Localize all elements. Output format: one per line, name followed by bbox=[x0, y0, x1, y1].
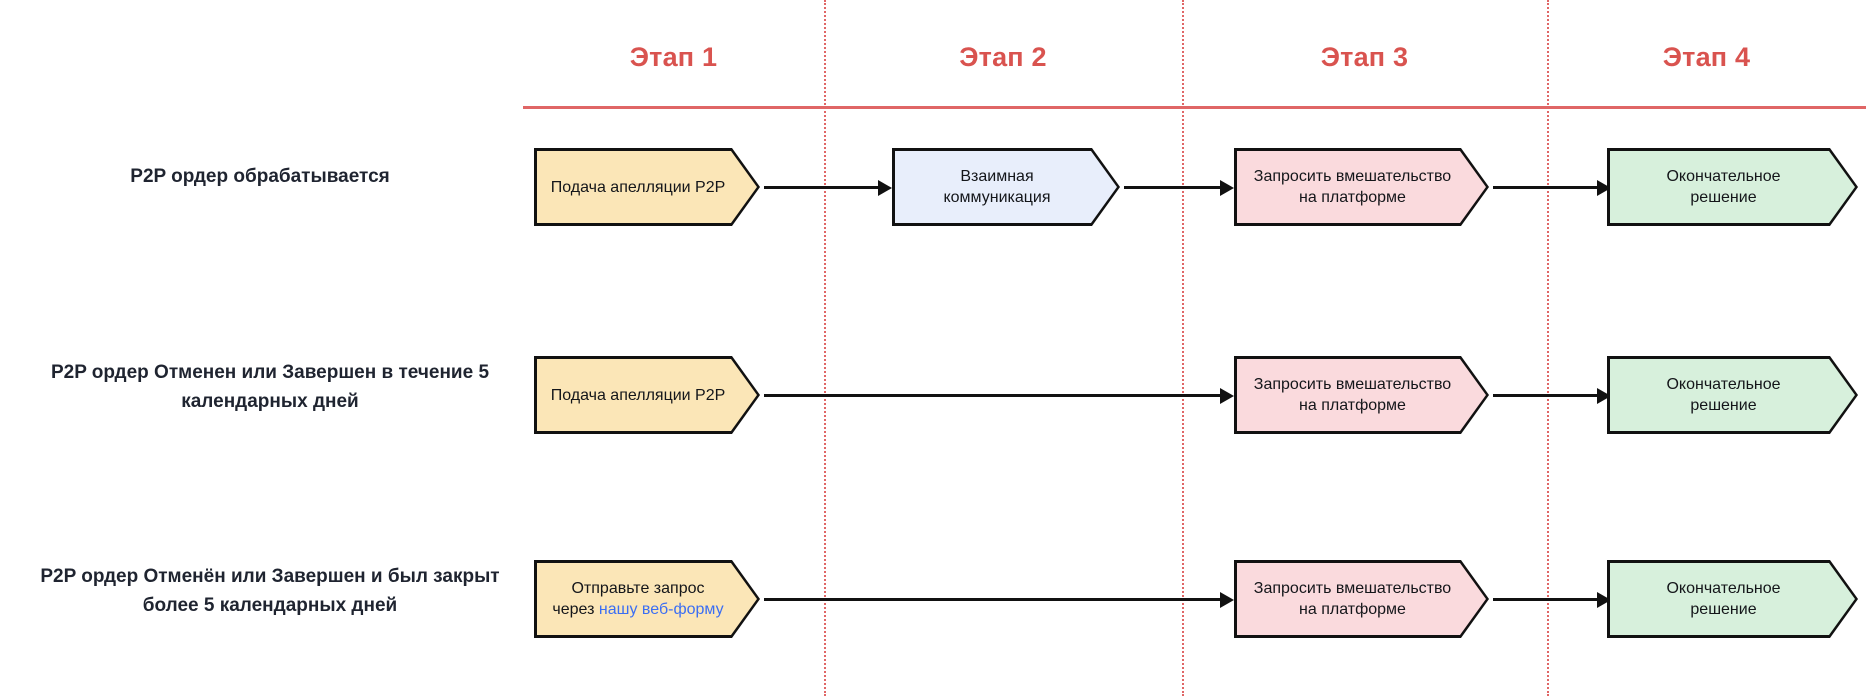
row-label-line: P2P ордер обрабатывается bbox=[130, 166, 390, 187]
row-label-order-closed-over-5-days: P2P ордер Отменён или Завершен и был зак… bbox=[10, 562, 530, 620]
connector-arrowhead-row1-2-3 bbox=[1220, 180, 1234, 196]
step-label-line1: Взаимная bbox=[960, 168, 1034, 185]
step-label: Подача апелляции P2P bbox=[550, 386, 726, 404]
step-label: Окончательное решение bbox=[1610, 578, 1855, 620]
step-label-line2: на платформе bbox=[1299, 189, 1406, 206]
step-label-line1: Запросить вмешательство bbox=[1253, 168, 1452, 185]
stage-divider-3-4 bbox=[1547, 0, 1549, 696]
step-mutual-communication-row1[interactable]: Взаимная коммуникация bbox=[892, 148, 1120, 226]
step-final-decision-row1[interactable]: Окончательное решение bbox=[1607, 148, 1858, 226]
step-label-line2: решение bbox=[1690, 189, 1757, 206]
stage-divider-1-2 bbox=[824, 0, 826, 696]
header-underline bbox=[523, 106, 1866, 109]
connector-row1-3-4 bbox=[1493, 186, 1601, 189]
step-request-platform-intervention-row2[interactable]: Запросить вмешательство на платформе bbox=[1234, 356, 1489, 434]
step-request-platform-intervention-row1[interactable]: Запросить вмешательство на платформе bbox=[1234, 148, 1489, 226]
step-final-decision-row3[interactable]: Окончательное решение bbox=[1607, 560, 1858, 638]
step-label: Запросить вмешательство на платформе bbox=[1237, 166, 1486, 208]
connector-row2-3-4 bbox=[1493, 394, 1601, 397]
row-label-line1: P2P ордер Отменен или Завершен в течение… bbox=[50, 362, 490, 383]
stage-divider-2-3 bbox=[1182, 0, 1184, 696]
connector-row3-1-3 bbox=[764, 598, 1224, 601]
step-submit-appeal-row2[interactable]: Подача апелляции P2P bbox=[534, 356, 760, 434]
connector-row2-1-3 bbox=[764, 394, 1224, 397]
stage-header-2: Этап 2 bbox=[959, 42, 1047, 72]
stage-header-1: Этап 1 bbox=[629, 42, 718, 72]
step-label: Окончательное решение bbox=[1610, 166, 1855, 208]
row-label-line2: более 5 календарных дней bbox=[142, 595, 398, 616]
step-label-line1: Отправьте запрос bbox=[571, 580, 705, 597]
step-label-line2: коммуникация bbox=[943, 189, 1051, 206]
step-label-line2: на платформе bbox=[1299, 397, 1406, 414]
step-label: Запросить вмешательство на платформе bbox=[1237, 578, 1486, 620]
step-label-line1: Окончательное bbox=[1666, 168, 1781, 185]
stage-header-4: Этап 4 bbox=[1662, 42, 1751, 72]
step-label-line2: решение bbox=[1690, 397, 1757, 414]
step-request-platform-intervention-row3[interactable]: Запросить вмешательство на платформе bbox=[1234, 560, 1489, 638]
step-label: Окончательное решение bbox=[1610, 374, 1855, 416]
step-label: Отправьте запрос через нашу веб-форму bbox=[537, 578, 757, 620]
row-label-line2: календарных дней bbox=[181, 391, 359, 412]
step-label: Запросить вмешательство на платформе bbox=[1237, 374, 1486, 416]
step-label-line1: Окончательное bbox=[1666, 580, 1781, 597]
row-label-order-processing: P2P ордер обрабатывается bbox=[20, 162, 500, 191]
step-final-decision-row2[interactable]: Окончательное решение bbox=[1607, 356, 1858, 434]
step-label-line1: Запросить вмешательство bbox=[1253, 580, 1452, 597]
step-label: Подача апелляции P2P bbox=[550, 178, 726, 196]
row-label-order-cancelled-within-5-days: P2P ордер Отменен или Завершен в течение… bbox=[20, 358, 520, 416]
stage-header-3: Этап 3 bbox=[1320, 42, 1409, 72]
step-send-request-webform-row3[interactable]: Отправьте запрос через нашу веб-форму bbox=[534, 560, 760, 638]
step-label-line1: Запросить вмешательство bbox=[1253, 376, 1452, 393]
connector-row3-3-4 bbox=[1493, 598, 1601, 601]
step-submit-appeal-row1[interactable]: Подача апелляции P2P bbox=[534, 148, 760, 226]
connector-arrowhead-row3-1-3 bbox=[1220, 592, 1234, 608]
step-label-line2: решение bbox=[1690, 601, 1757, 618]
step-label-line2-prefix: через bbox=[552, 601, 599, 618]
step-label-line1: Окончательное bbox=[1666, 376, 1781, 393]
connector-arrowhead-row1-1-2 bbox=[878, 180, 892, 196]
web-form-link[interactable]: нашу веб-форму bbox=[598, 601, 724, 618]
step-label: Взаимная коммуникация bbox=[895, 166, 1117, 208]
connector-arrowhead-row2-1-3 bbox=[1220, 388, 1234, 404]
step-label-line2: на платформе bbox=[1299, 601, 1406, 618]
connector-row1-1-2 bbox=[764, 186, 882, 189]
connector-row1-2-3 bbox=[1124, 186, 1224, 189]
row-label-line1: P2P ордер Отменён или Завершен и был зак… bbox=[40, 566, 500, 587]
